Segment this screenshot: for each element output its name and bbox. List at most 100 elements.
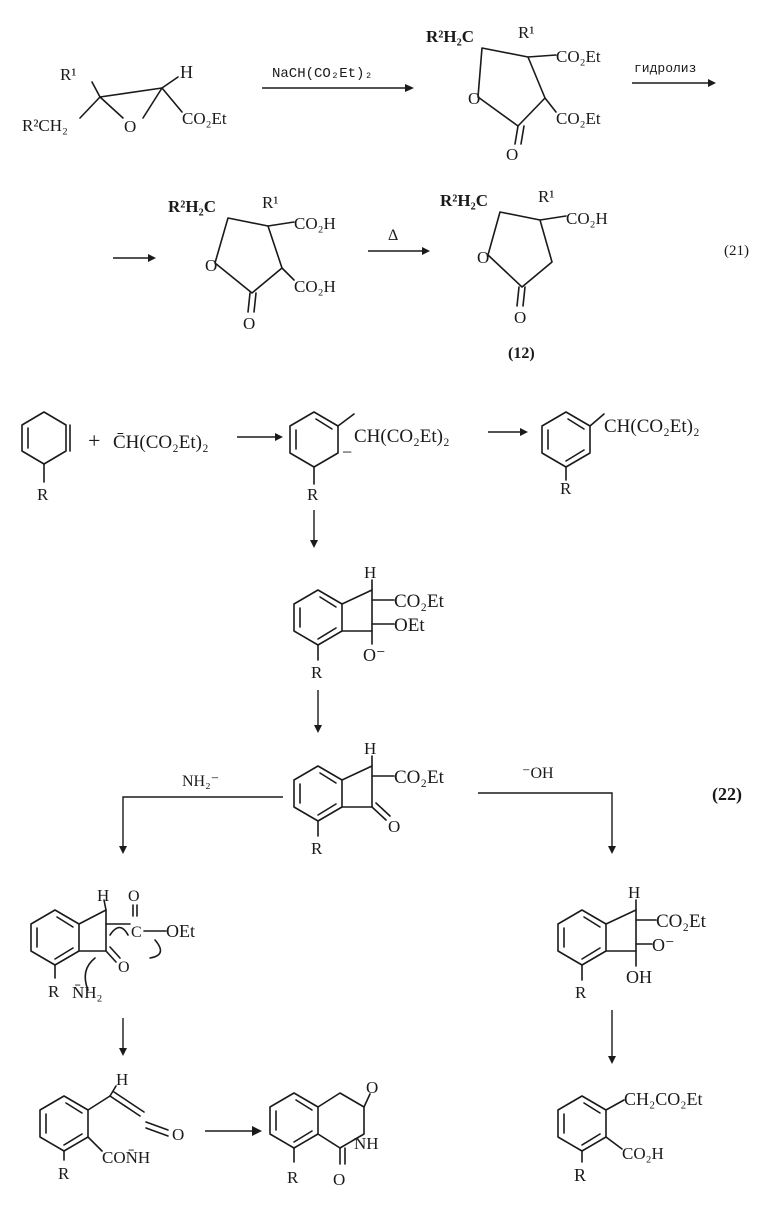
reaction-arrow-1-head [405, 84, 414, 92]
benzo-ring [557, 909, 607, 966]
h-bond [103, 899, 107, 911]
nh-label: NH [354, 1134, 379, 1153]
curved-arrow-1 [109, 926, 129, 936]
r2h2c-label: R²H₂C [440, 191, 488, 210]
ketene-ring-double-3 [63, 1133, 83, 1146]
cyclobutane-alkoxide-structure: H CO₂Et OEt O⁻ R [293, 563, 445, 682]
product-12-structure: R²H₂C R¹ O O CO₂H (12) [440, 187, 608, 362]
r-label: R [58, 1164, 70, 1183]
epoxide-co-bond-right [142, 87, 163, 119]
lactone-diacid-structure: R²H₂C R¹ O O CO₂H CO₂H [168, 193, 336, 333]
compound-12-label: (12) [508, 345, 535, 362]
reagent-hydroxide: ⁻OH [522, 765, 554, 782]
amide-bond [87, 1136, 103, 1152]
carbonyl-bond [516, 286, 520, 307]
r2ch2-bond [79, 96, 101, 119]
ester-top-label: CO₂Et [556, 47, 601, 66]
r-label: R [48, 982, 60, 1001]
product-double-3 [565, 449, 585, 462]
aryne-r-label: R [37, 485, 49, 504]
benzo-double-2 [319, 772, 337, 784]
oet-label: OEt [394, 615, 425, 636]
ester-top-bond [527, 54, 557, 58]
aryl-anion-structure: CH(CO₂Et)₂ − R [289, 411, 450, 504]
benzocyclobutenone-structure: H CO₂Et O R [293, 739, 445, 858]
reagent-hydrolysis: гидролиз [634, 61, 696, 76]
ester-bottom-label: CO₂Et [556, 109, 601, 128]
o-minus-label: O⁻ [652, 935, 675, 955]
isoquinolinedione-structure: O NH O R [269, 1078, 379, 1189]
r-label: R [311, 663, 323, 682]
aryne-structure: R [21, 411, 71, 504]
benzo-double-3 [293, 1130, 313, 1143]
h-label: H [180, 62, 193, 82]
h-label: H [364, 563, 376, 582]
arrow-down-left-head [119, 1048, 127, 1056]
r-label: R [574, 1165, 586, 1185]
reaction-arrow-2-head [708, 79, 716, 87]
r1-label: R¹ [262, 193, 278, 212]
lactone-ring [487, 211, 553, 288]
ketene-co-bond-2 [145, 1127, 169, 1137]
malonate-anion-label: C̄H(CO₂Et)₂ [113, 432, 209, 453]
r2ch2-label: R²CH₂ [22, 116, 68, 135]
epoxide-cc-bond [99, 87, 163, 98]
continuation-arrow-head [148, 254, 156, 262]
epoxide-structure: R¹ R²CH₂ O H CO₂Et [22, 62, 227, 136]
c3-carbonyl-bond [363, 1093, 371, 1108]
product-double-2 [583, 1102, 601, 1114]
ketone-bond [371, 806, 387, 821]
curved-arrow-2 [149, 939, 162, 959]
ring-o-label: O [477, 248, 489, 267]
cyclobutane-ring [78, 909, 107, 952]
ketene-structure: H O CON̄H R [39, 1070, 184, 1183]
ketone-o-label: O [388, 817, 400, 836]
product-ring [541, 411, 591, 468]
ester-bottom-bond [544, 97, 557, 113]
side-chain-label: CH₂CO₂Et [624, 1089, 703, 1109]
homophthalic-ester-structure: CH₂CO₂Et CO₂H R [557, 1089, 703, 1185]
substituent-label: CH(CO₂Et)₂ [354, 426, 450, 447]
substituent-bond [589, 413, 605, 427]
carbonyl-o-label: O [506, 145, 518, 164]
lactone-ring [214, 217, 283, 294]
ring-to-ch-bond [87, 1095, 111, 1111]
carbonyl-bond-2 [520, 125, 525, 145]
ketene-cc-bond [109, 1095, 141, 1117]
benzo-ring [293, 765, 343, 822]
arrow-down-right-head [608, 1056, 616, 1064]
benzo-double-2 [295, 1099, 313, 1111]
c1-o-label: O [333, 1170, 345, 1189]
branch-arrow-right-head [608, 846, 616, 854]
carbonyl-o-label: O [514, 308, 526, 327]
acid-bottom-label: CO₂H [294, 277, 336, 296]
heat-arrow-head [422, 247, 430, 255]
equation-number-21: (21) [724, 243, 749, 259]
benzo-ring [30, 909, 80, 966]
benzo-double-3 [581, 947, 601, 960]
arrow-down-2-head [314, 725, 322, 733]
ester-label: CO₂Et [182, 109, 227, 128]
acid-top-label: CO₂H [294, 214, 336, 233]
r-label: R [311, 839, 323, 858]
amide-nh2-label: N̄H₂ [72, 983, 102, 1002]
benzo-double-2 [583, 916, 601, 928]
right-intermediate-structure: H CO₂Et O⁻ OH R [557, 883, 707, 1002]
ketone-bond-2 [109, 946, 121, 959]
left-intermediate-structure: H O C OEt O N̄H₂ R [30, 886, 195, 1002]
ring-o-label: O [468, 89, 480, 108]
ester-label: CO₂Et [394, 767, 445, 788]
ketene-h-bond [109, 1085, 117, 1097]
ketene-h-label: H [116, 1070, 128, 1089]
r2h2c-label: R²H₂C [426, 27, 474, 46]
ketene-o-label: O [172, 1125, 184, 1144]
aryl-anion-ring [289, 411, 339, 468]
carbonyl-o-label: O [243, 314, 255, 333]
epoxide-co-bond-left [99, 96, 124, 119]
equation-number-22: (22) [712, 784, 742, 805]
plus-sign: + [88, 428, 100, 453]
amide-label: CON̄H [102, 1148, 150, 1167]
ketone-bond [105, 950, 117, 963]
r-label: R [287, 1168, 299, 1187]
r1-label: R¹ [60, 65, 76, 84]
